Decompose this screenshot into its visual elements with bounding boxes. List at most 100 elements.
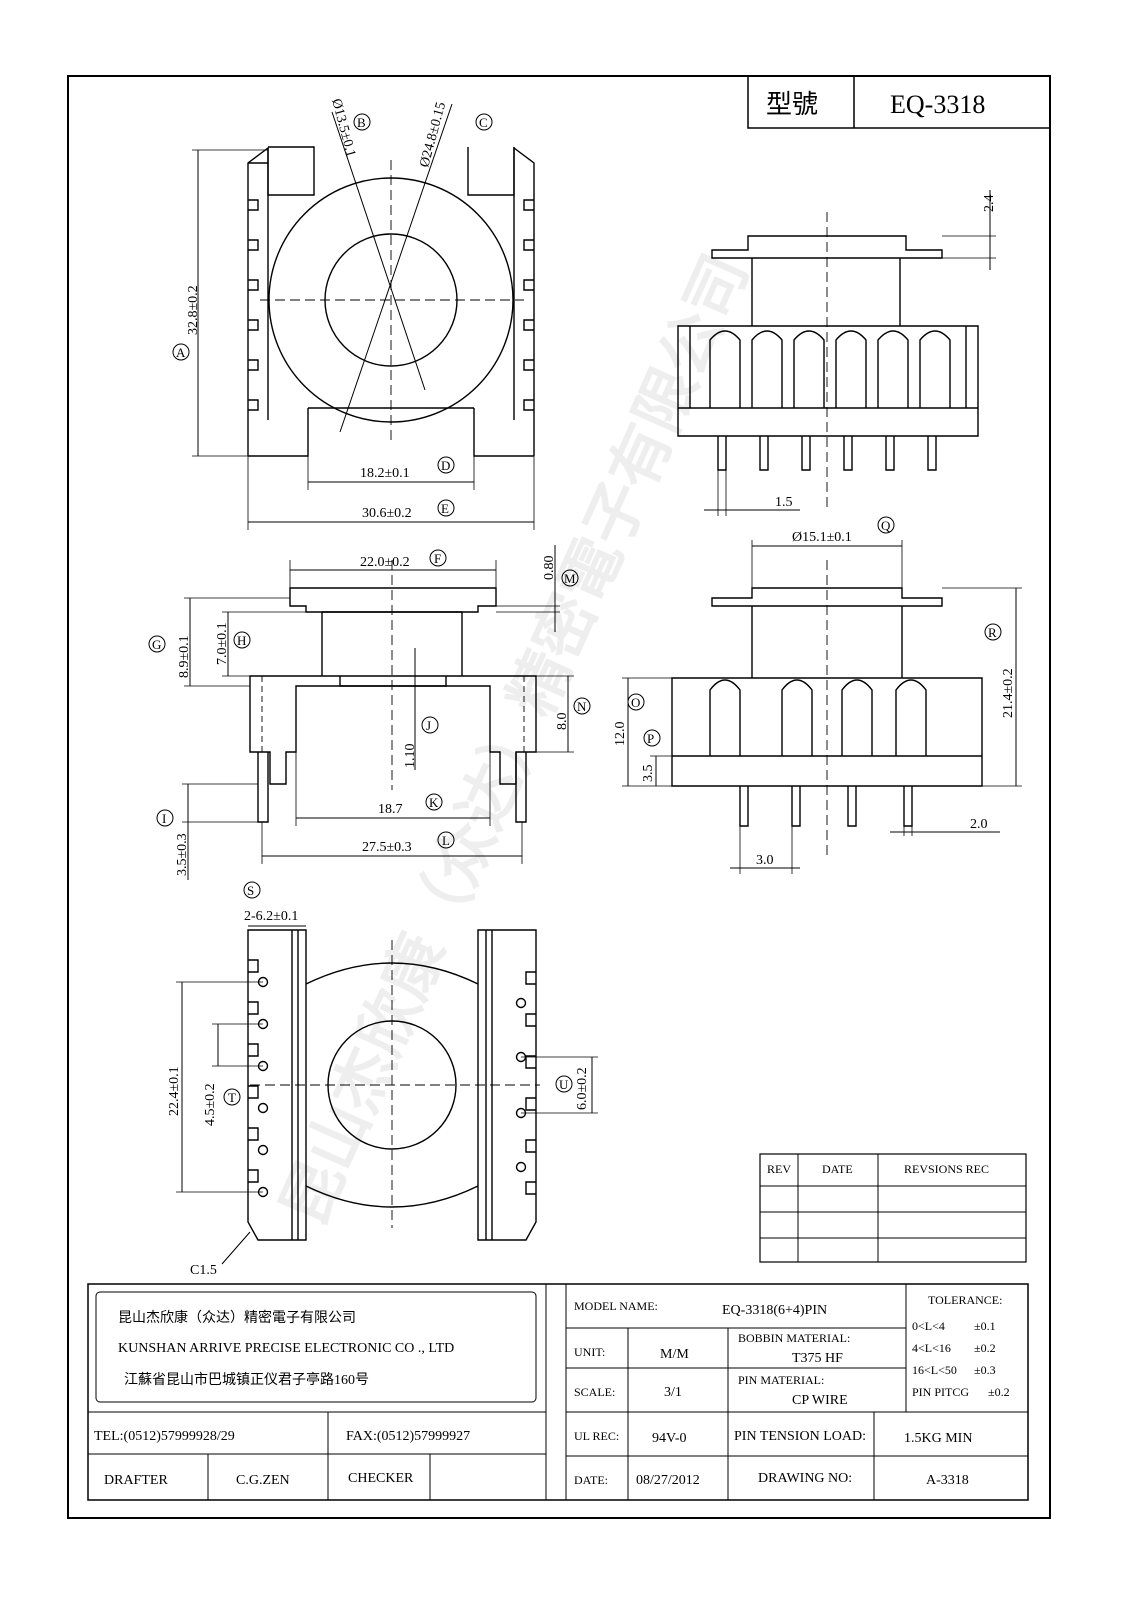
- dim-1-5: 1.5: [775, 495, 793, 510]
- tension-label: PIN TENSION LOAD:: [734, 1429, 866, 1444]
- svg-text:J: J: [426, 718, 431, 733]
- svg-text:S: S: [247, 883, 254, 898]
- company-name-cn: 昆山杰欣康（众达）精密電子有限公司: [118, 1309, 356, 1326]
- tol-value-4: ±0.2: [988, 1385, 1010, 1399]
- top-view-dims: 32.8±0.2 A Ø13.5±0.1 B Ø24.8±0.15 C 18.2…: [172, 97, 493, 521]
- ul-value: 94V-0: [652, 1431, 687, 1446]
- svg-text:B: B: [357, 115, 366, 130]
- tension-value: 1.5KG MIN: [904, 1431, 972, 1446]
- pin-material-label: PIN MATERIAL:: [738, 1373, 824, 1387]
- svg-text:L: L: [442, 833, 450, 848]
- dim-U: 6.0±0.2: [575, 1067, 590, 1110]
- dim-2-4: 2.4: [982, 195, 997, 213]
- tolerance-label: TOLERANCE:: [928, 1293, 1002, 1307]
- dim-2-0: 2.0: [970, 817, 988, 832]
- front-elevation: [182, 545, 574, 880]
- title-block: [87, 1283, 1029, 1501]
- dim-F: 22.0±0.2: [360, 555, 410, 570]
- tol-value-1: ±0.1: [974, 1319, 996, 1333]
- model-box-label: 型號: [766, 90, 818, 119]
- svg-text:D: D: [441, 458, 450, 473]
- tol-range-2: 4<L<16: [912, 1341, 951, 1355]
- pin-material-value: CP WIRE: [792, 1393, 848, 1408]
- dim-Q: Ø15.1±0.1: [792, 530, 852, 545]
- company-address: 江蘇省昆山市巴城镇正仪君子亭路160号: [124, 1371, 369, 1388]
- model-box: 型號 EQ-3318: [747, 75, 1051, 129]
- dim-J: 1.10: [403, 744, 418, 769]
- revision-table: REV DATE REVSIONS REC: [759, 1153, 1027, 1263]
- drawing-no-value: A-3318: [926, 1473, 969, 1488]
- bottom-view-dims: S 2-6.2±0.1 22.4±0.1 4.5±0.2 T U 6.0±0.2…: [167, 881, 590, 1278]
- dim-I: 3.5±0.3: [175, 833, 190, 876]
- company-name-en: KUNSHAN ARRIVE PRECISE ELECTRONIC CO ., …: [118, 1341, 454, 1356]
- bobbin-value: T375 HF: [792, 1351, 843, 1366]
- svg-text:U: U: [559, 1077, 569, 1092]
- side-view-top: [677, 190, 996, 516]
- bobbin-label: BOBBIN MATERIAL:: [738, 1331, 850, 1345]
- checker-label: CHECKER: [348, 1471, 414, 1486]
- dim-E: 30.6±0.2: [362, 506, 412, 521]
- date-value: 08/27/2012: [636, 1473, 700, 1488]
- tol-range-3: 16<L<50: [912, 1363, 957, 1377]
- dim-M: 0.80: [542, 556, 557, 581]
- tol-range-4: PIN PITCG: [912, 1385, 969, 1399]
- svg-text:C: C: [479, 115, 488, 130]
- model-box-value: EQ-3318: [890, 90, 985, 119]
- dim-S: 2-6.2±0.1: [244, 909, 298, 924]
- title-block-text: 昆山杰欣康（众达）精密電子有限公司 KUNSHAN ARRIVE PRECISE…: [94, 1293, 1010, 1488]
- dim-T-outer: 22.4±0.1: [167, 1066, 182, 1116]
- dim-B: Ø13.5±0.1: [328, 97, 358, 159]
- drafter-label: DRAFTER: [104, 1473, 168, 1488]
- bottom-view: [176, 925, 598, 1265]
- unit-value: M/M: [660, 1347, 689, 1362]
- company-tel: TEL:(0512)57999928/29: [94, 1429, 235, 1444]
- svg-text:Q: Q: [881, 518, 891, 533]
- svg-text:R: R: [988, 625, 997, 640]
- dim-H: 7.0±0.1: [215, 622, 230, 665]
- svg-text:O: O: [631, 695, 640, 710]
- scale-label: SCALE:: [574, 1385, 615, 1399]
- date-label: DATE:: [574, 1473, 608, 1487]
- model-name-label: MODEL NAME:: [574, 1299, 658, 1313]
- dim-K: 18.7: [378, 802, 403, 817]
- tol-value-2: ±0.2: [974, 1341, 996, 1355]
- company-fax: FAX:(0512)57999927: [346, 1429, 470, 1444]
- svg-text:T: T: [228, 1090, 236, 1105]
- side-view-bottom: [622, 540, 1022, 874]
- rev-header-revisions: REVSIONS REC: [904, 1162, 989, 1176]
- svg-text:E: E: [441, 501, 449, 516]
- drafter-value: C.G.ZEN: [236, 1473, 290, 1488]
- svg-text:G: G: [152, 637, 161, 652]
- dim-C: Ø24.8±0.15: [417, 101, 449, 169]
- svg-text:I: I: [162, 811, 166, 826]
- dim-D: 18.2±0.1: [360, 466, 410, 481]
- model-name-value: EQ-3318(6+4)PIN: [722, 1303, 827, 1318]
- sheet-border: [67, 75, 1051, 1519]
- svg-text:P: P: [647, 731, 654, 746]
- scale-value: 3/1: [664, 1385, 682, 1400]
- tol-range-1: 0<L<4: [912, 1319, 945, 1333]
- svg-text:N: N: [577, 699, 587, 714]
- dim-N: 8.0: [555, 713, 570, 731]
- svg-text:F: F: [434, 551, 441, 566]
- drawing-no-label: DRAWING NO:: [758, 1471, 852, 1486]
- dim-3-0: 3.0: [756, 853, 774, 868]
- side-view-bottom-dims: Ø15.1±0.1 Q R 21.4±0.2 O 12.0 P 3.5 2.0 …: [613, 516, 1016, 868]
- watermark: 昆山杰欣康（众达）精密電子有限公司: [267, 244, 762, 1237]
- svg-text:A: A: [176, 345, 186, 360]
- svg-text:H: H: [237, 633, 246, 648]
- dim-T: 4.5±0.2: [203, 1083, 218, 1126]
- svg-text:M: M: [564, 571, 576, 586]
- side-view-top-dims: 2.4 1.5: [775, 195, 997, 511]
- dim-O: 12.0: [613, 722, 628, 747]
- tol-value-3: ±0.3: [974, 1363, 996, 1377]
- front-elevation-dims: 22.0±0.2 F 0.80 M 8.9±0.1 G 7.0±0.1 H J …: [148, 549, 591, 876]
- dim-G: 8.9±0.1: [177, 635, 192, 678]
- dim-R: 21.4±0.2: [1001, 668, 1016, 718]
- ul-label: UL REC:: [574, 1429, 619, 1443]
- svg-text:K: K: [429, 795, 439, 810]
- dim-C1-5: C1.5: [190, 1263, 217, 1278]
- rev-header-date: DATE: [822, 1162, 853, 1176]
- svg-text:昆山杰欣康（众达）精密電子有限公司: 昆山杰欣康（众达）精密電子有限公司: [267, 244, 762, 1237]
